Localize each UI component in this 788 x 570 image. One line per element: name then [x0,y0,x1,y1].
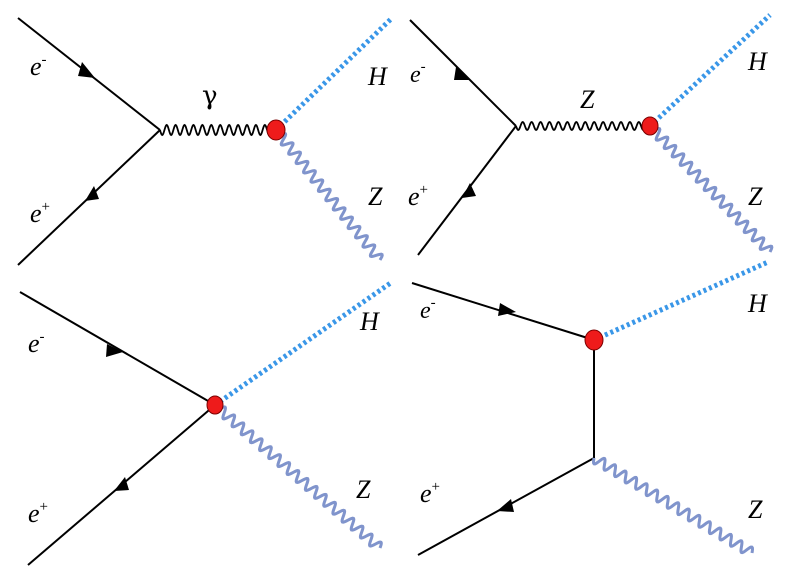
z-boson-line [212,404,383,549]
z-boson-label: Z [748,495,763,524]
electron-arrow-icon [106,344,123,357]
z-boson-line [272,129,384,261]
incoming-electron-line [409,19,517,127]
interaction-vertex [266,119,286,141]
interaction-vertex [641,116,659,136]
higgs-label: H [747,289,768,318]
interaction-vertex [206,395,224,415]
positron-arrow-icon [85,186,99,201]
z-boson-line [591,456,755,555]
positron-label: e+ [28,499,48,528]
higgs-line [274,16,394,132]
electron-arrow-icon [498,303,516,316]
diagram-z-s-channel: e- e+ Z H Z [408,13,774,256]
electron-label: e- [410,59,426,88]
positron-label: e+ [30,199,50,228]
positron-arrow-icon [497,499,514,512]
higgs-line [592,259,770,343]
higgs-line [213,279,394,408]
electron-arrow-icon [454,67,469,80]
diagram-contact-vertex: e- e+ H Z [19,279,394,566]
electron-label: e- [420,295,436,324]
propagator-label: Z [580,85,595,114]
photon-propagator [159,123,277,137]
z-boson-label: Z [748,182,763,211]
z-boson-line [646,125,774,253]
incoming-electron-line [19,291,216,406]
diagram-photon-s-channel: e- e+ γ H Z [17,16,394,266]
positron-arrow-icon [462,183,476,198]
higgs-label: H [367,62,388,91]
z-boson-label: Z [356,475,371,504]
diagram-t-channel: e- e+ H Z [411,259,770,556]
higgs-label: H [359,307,380,336]
z-boson-label: Z [368,182,383,211]
positron-label: e+ [408,182,428,211]
z-propagator [515,120,651,132]
electron-label: e- [28,329,45,358]
propagator-label: γ [202,81,218,111]
positron-arrow-icon [114,477,129,491]
positron-label: e+ [420,479,440,508]
higgs-label: H [747,47,768,76]
electron-arrow-icon [78,62,95,78]
electron-label: e- [30,52,47,81]
interaction-vertex [584,329,604,351]
